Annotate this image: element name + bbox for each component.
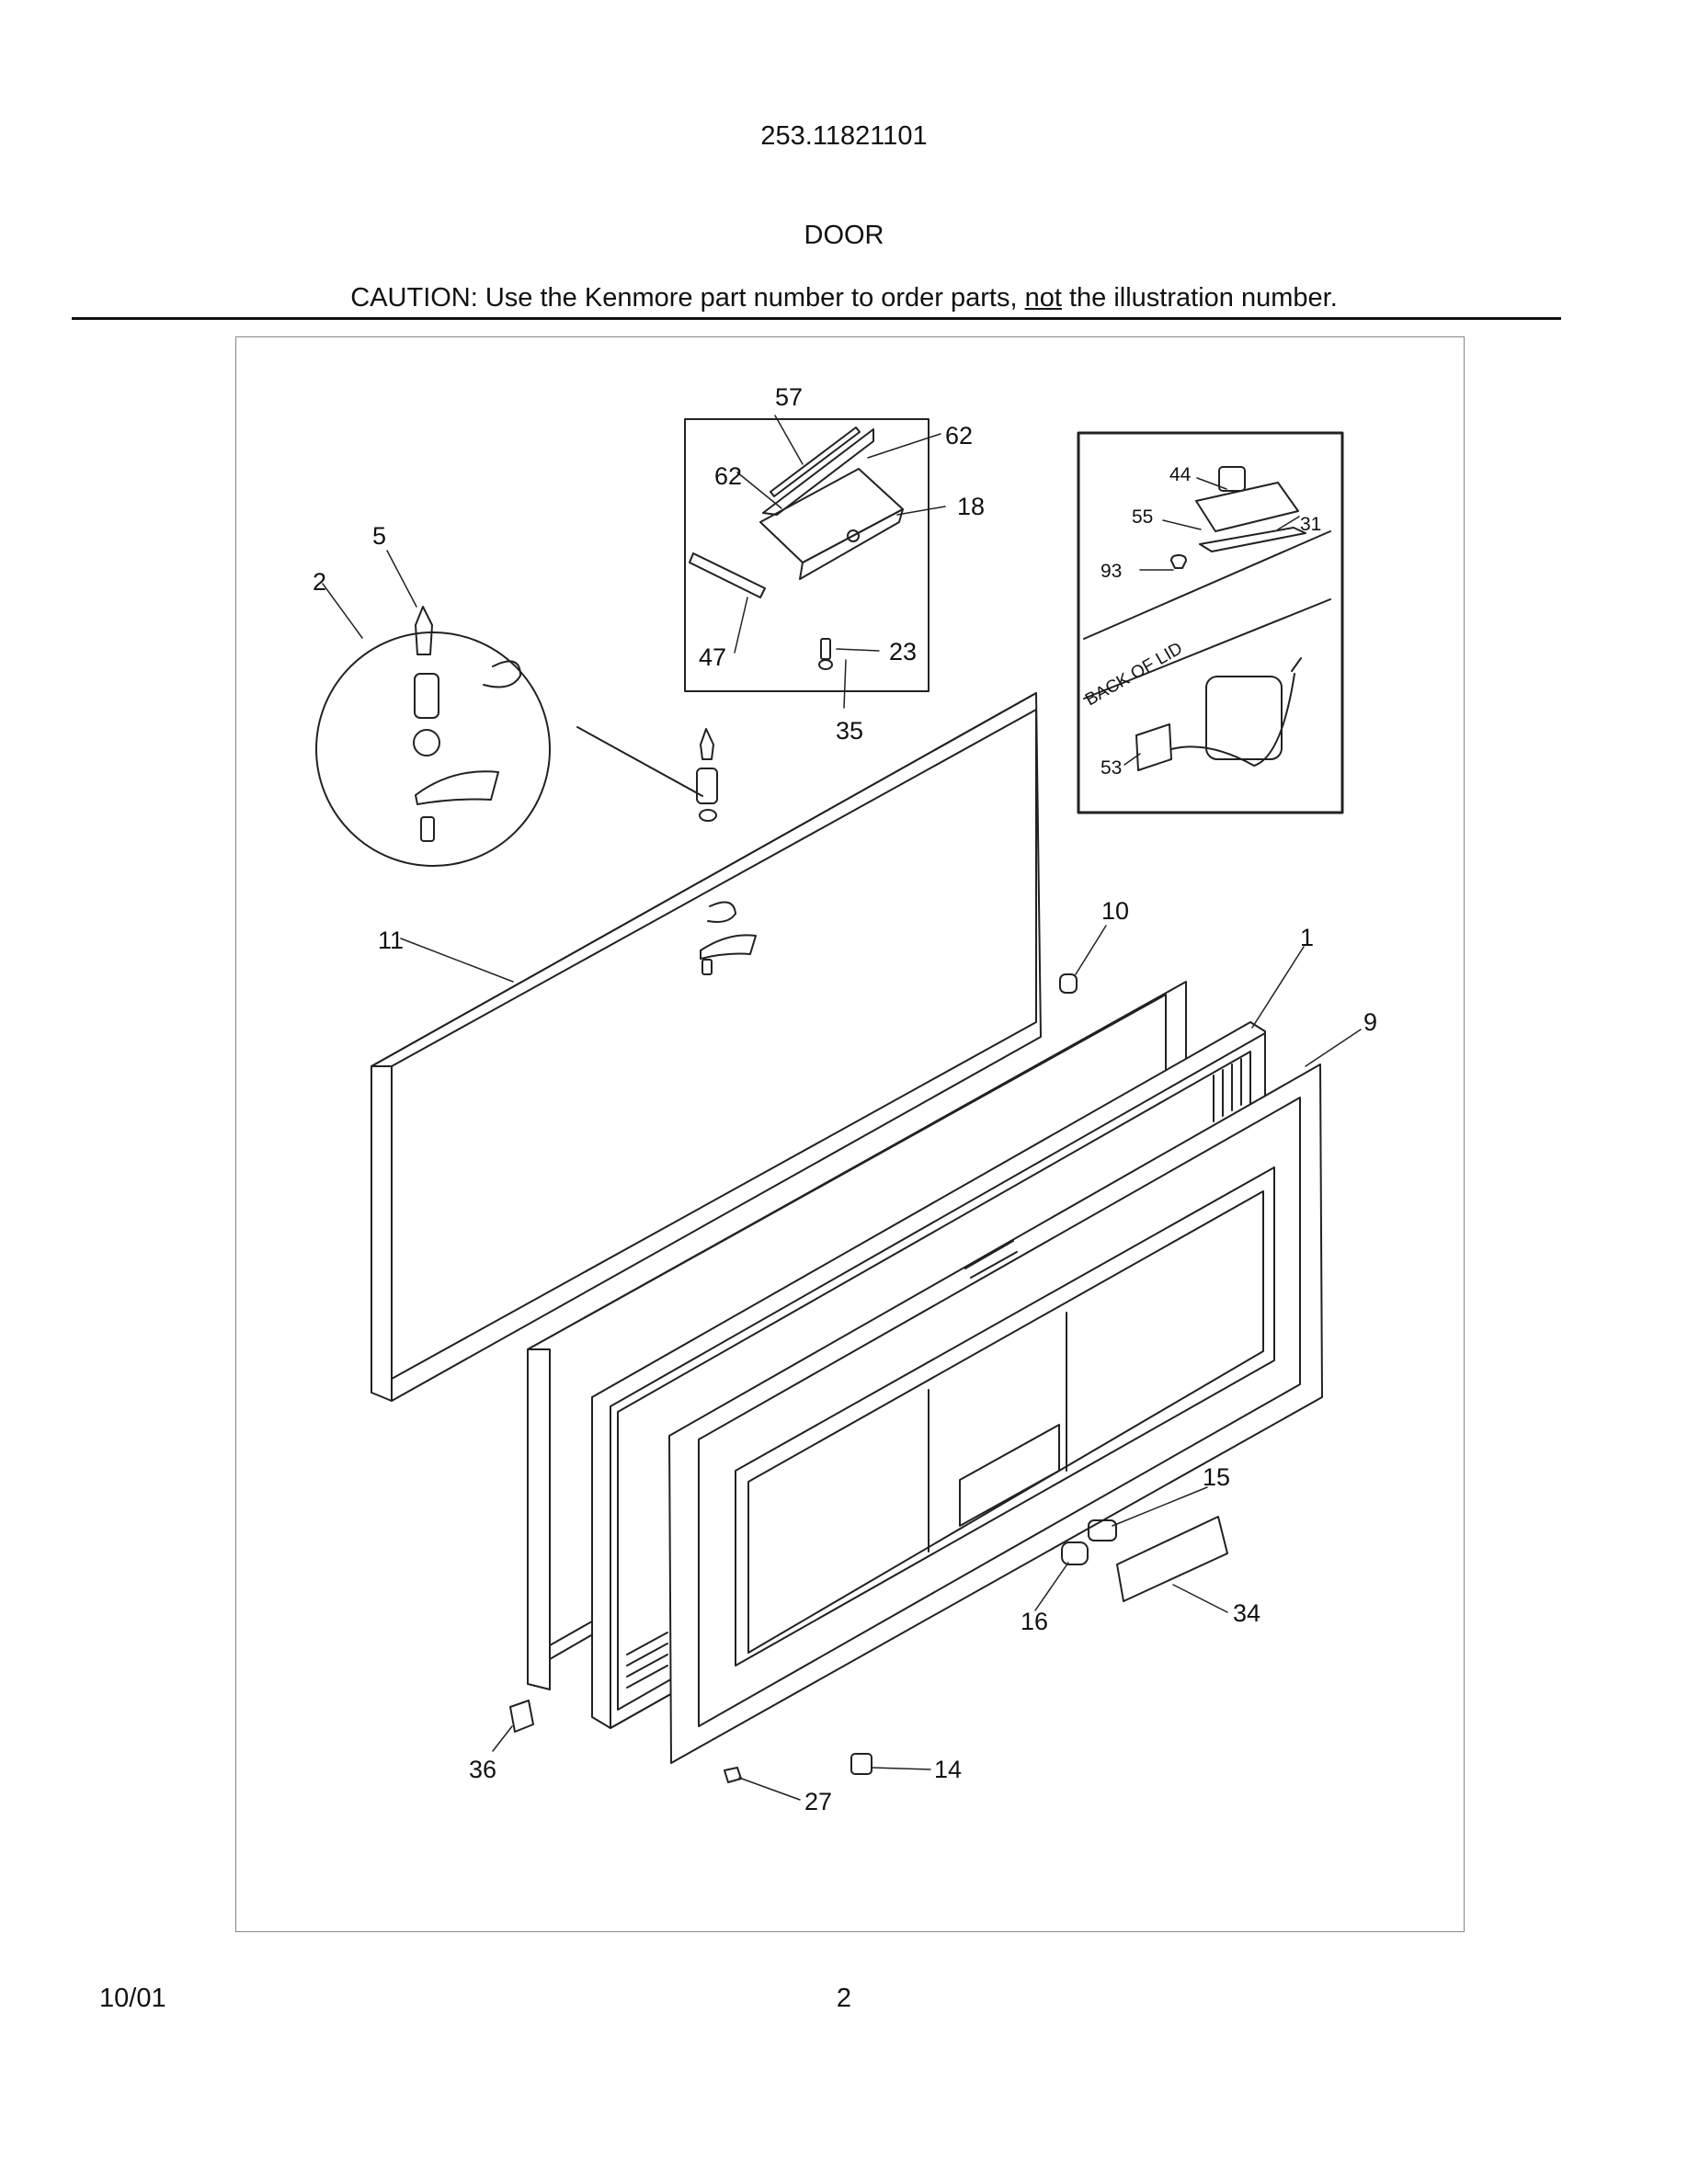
callout-label-14: 14 (934, 1756, 962, 1783)
caution-note: CAUTION: Use the Kenmore part number to … (0, 283, 1688, 313)
diagram-frame (235, 336, 1465, 1932)
page-number: 2 (836, 1984, 852, 2013)
caution-emphasis: not (1024, 283, 1062, 313)
small-fastener-parts (509, 973, 1228, 1783)
bracket-detail-inset (684, 418, 930, 692)
callout-label-2: 2 (313, 568, 326, 596)
callout-label-93: 93 (1101, 561, 1122, 582)
callout-label-10: 10 (1101, 897, 1129, 925)
callout-label-18: 18 (957, 493, 985, 520)
callout-label-1: 1 (1300, 924, 1314, 951)
callout-label-36: 36 (469, 1756, 496, 1783)
callout-label-9: 9 (1363, 1008, 1377, 1036)
caution-suffix: the illustration number. (1061, 283, 1338, 313)
callout-label-15: 15 (1203, 1463, 1230, 1491)
callout-label-35: 35 (836, 717, 863, 745)
callout-label-34: 34 (1233, 1599, 1260, 1627)
callout-label-16: 16 (1021, 1608, 1048, 1635)
callout-label-5: 5 (372, 522, 386, 550)
model-number: 253.11821101 (760, 121, 928, 151)
caution-prefix: CAUTION: Use the Kenmore part number to … (350, 283, 1025, 313)
callout-label-53: 53 (1101, 757, 1122, 779)
callout-label-55: 55 (1132, 506, 1153, 528)
lock-assembly-parts (696, 728, 757, 975)
callout-leader-lines (322, 415, 1362, 1801)
callout-label-47: 47 (699, 643, 726, 671)
revision-date: 10/01 (99, 1984, 166, 2013)
callout-label-57: 57 (775, 383, 803, 411)
callout-label-23: 23 (889, 638, 917, 665)
callout-label-44: 44 (1169, 464, 1192, 485)
header-rule (72, 317, 1561, 320)
section-title: DOOR (804, 221, 884, 250)
lock-detail-inset (315, 606, 703, 867)
callout-label-11: 11 (378, 927, 404, 954)
callout-label-31: 31 (1300, 514, 1321, 535)
inner-door-liner (668, 1064, 1323, 1764)
callout-label-62b: 62 (714, 462, 742, 490)
light-switch-inset (1077, 431, 1344, 814)
callout-label-27: 27 (804, 1788, 832, 1815)
callout-label-62a: 62 (945, 422, 973, 449)
door-gasket-frame (371, 692, 1042, 1402)
